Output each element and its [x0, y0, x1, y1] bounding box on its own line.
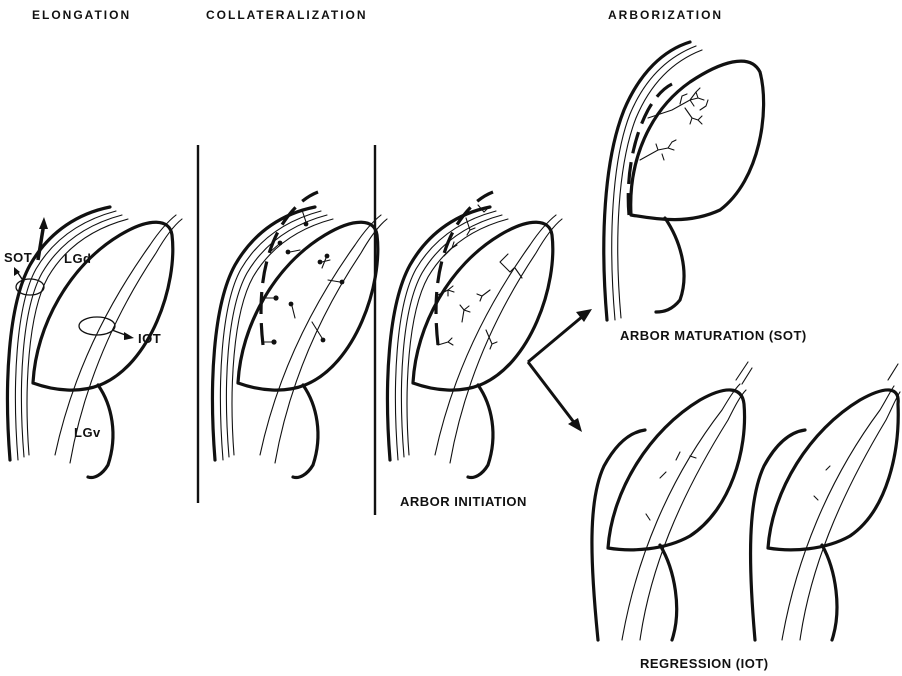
- stage-title-collateralization: COLLATERALIZATION: [206, 8, 368, 22]
- stage-title-elongation: ELONGATION: [32, 8, 131, 22]
- stage-title-arborization: ARBORIZATION: [608, 8, 723, 22]
- label-arbor-maturation: ARBOR MATURATION (SOT): [620, 328, 807, 343]
- panel-arbor-initiation: ARBOR INITIATION: [387, 192, 562, 509]
- panel-regression-right: [751, 364, 900, 640]
- label-arbor-initiation: ARBOR INITIATION: [400, 494, 527, 509]
- label-lgd: LGd: [64, 251, 92, 266]
- branch-arrows: [528, 309, 592, 432]
- panel-collateralization: [212, 192, 387, 478]
- label-iot: IOT: [138, 331, 161, 346]
- label-sot: SOT: [4, 250, 32, 265]
- label-regression: REGRESSION (IOT): [640, 656, 769, 671]
- panel-elongation: SOT LGd IOT LGv: [4, 207, 182, 478]
- panel-regression-left: [592, 362, 752, 640]
- panel-arbor-maturation: [604, 42, 764, 320]
- label-lgv: LGv: [74, 425, 101, 440]
